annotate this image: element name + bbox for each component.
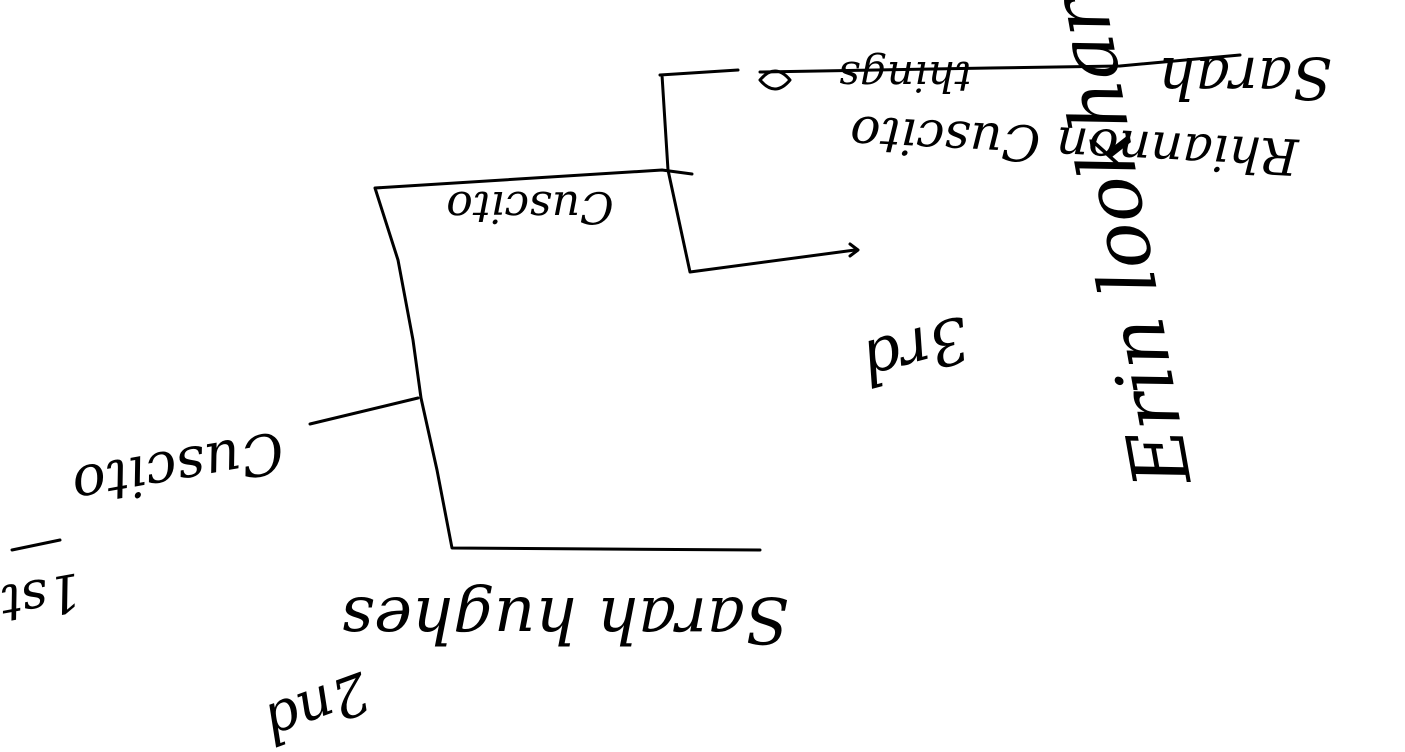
entry-sarah: Sarah (1158, 44, 1332, 112)
second-place-mark: 2nd (255, 658, 379, 752)
semifinal-arrow-tip (848, 242, 860, 258)
final-left-bracket (373, 168, 762, 552)
first-round-top-line (758, 53, 1242, 74)
third-place-mark: 3rd (854, 301, 978, 400)
first-place-overline (10, 538, 62, 552)
entry-crossed-out: things (839, 52, 972, 101)
first-place-mark: 1st (0, 560, 86, 633)
scratch-out-mark (758, 69, 792, 91)
champion-label: Cuscito (68, 418, 289, 519)
bracket-labels: Rhiannon Cuscito Sarah things Cuscito Er… (0, 0, 1332, 752)
runner-up-label: Sarah hughes (341, 582, 789, 656)
winner-connector-line (308, 396, 420, 426)
semifinal-bracket (658, 68, 857, 274)
semifinal-winner-label: Cuscito (446, 181, 613, 232)
bracket-lines (10, 53, 1242, 552)
